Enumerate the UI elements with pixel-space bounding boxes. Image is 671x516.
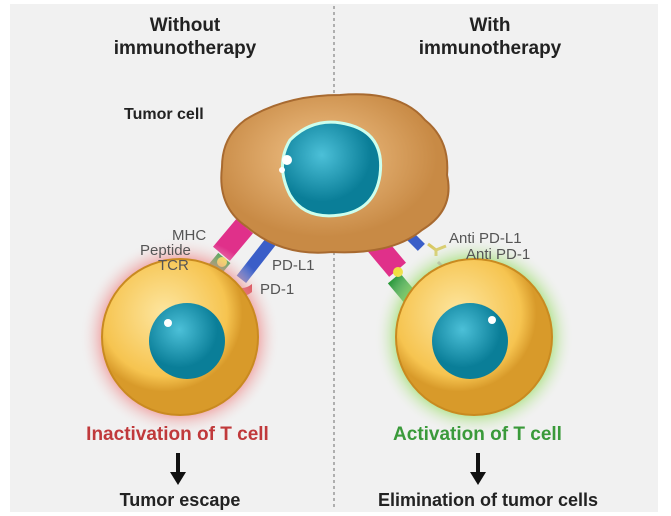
arrow-down-right	[470, 453, 486, 485]
t-cell-left-nucleus	[149, 303, 225, 379]
peptide-label: Peptide	[140, 242, 191, 259]
pdl1-label: PD-L1	[272, 257, 315, 274]
heading-right-line2: immunotherapy	[418, 38, 562, 59]
pd1-label: PD-1	[260, 281, 295, 298]
tumor-nucleus	[281, 120, 383, 218]
anti-pdl1-label: Anti PD-L1	[449, 230, 522, 247]
tumor-cell-label: Tumor cell	[124, 106, 204, 123]
heading-left-line1: Without	[149, 15, 221, 36]
heading-right-line1: With	[469, 15, 511, 36]
tcr-label: TCR	[158, 257, 189, 274]
tumor-escape-label: Tumor escape	[119, 490, 241, 510]
inactivation-label: Inactivation of T cell	[86, 424, 269, 445]
mhc-label: MHC	[172, 227, 207, 244]
t-cell-right-nucleus	[432, 303, 508, 379]
arrow-down-left	[170, 453, 186, 485]
anti-pd1-label: Anti PD-1	[466, 246, 531, 263]
activation-label: Activation of T cell	[393, 424, 562, 445]
heading-left-line2: immunotherapy	[113, 38, 257, 59]
elimination-label: Elimination of tumor cells	[377, 490, 599, 510]
